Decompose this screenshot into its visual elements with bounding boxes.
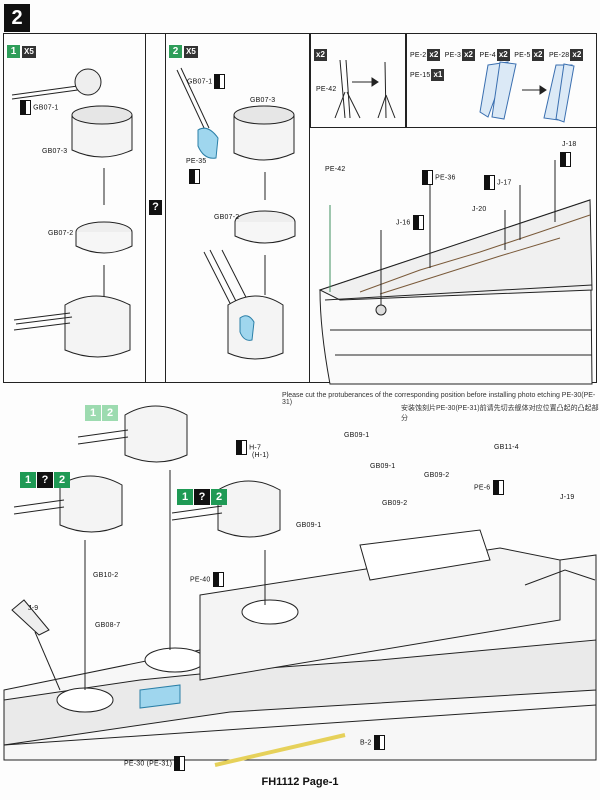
subassembly-2-qty: X5 xyxy=(184,46,198,58)
flip-icon xyxy=(422,170,433,185)
pe42-box-label: PE-42 xyxy=(316,86,337,93)
flip-icon xyxy=(236,440,247,455)
flip-icon xyxy=(214,74,226,89)
label-pe40: PE-40 xyxy=(190,572,224,587)
label-h7: H-7 xyxy=(236,440,261,455)
bow-label-j18: J-18 xyxy=(562,141,577,148)
pe42-box-qty: x2 xyxy=(314,49,327,61)
pe-ladders-box-frame xyxy=(406,33,597,128)
question-icon: ? xyxy=(149,200,162,215)
label-gb11-4: GB11-4 xyxy=(494,444,519,451)
flip-icon xyxy=(212,572,224,587)
label-j19: J-19 xyxy=(560,494,575,501)
label-pe6: PE-6 xyxy=(474,480,504,495)
label-j9: J-9 xyxy=(28,605,39,612)
sub2-label-gb07-3: GB07-3 xyxy=(250,97,276,104)
subassembly-1-qty: X5 xyxy=(22,46,36,58)
label-gb08-7: GB08-7 xyxy=(95,622,121,629)
subassembly-2-badge: 2 xyxy=(168,44,183,59)
label-gb09-1-b: GB09-1 xyxy=(370,463,396,470)
bow-label-j20: J-20 xyxy=(472,206,487,213)
page-footer: FH1112 Page-1 xyxy=(261,776,339,788)
flip-icon xyxy=(412,215,424,230)
bow-label-j17: J-17 xyxy=(484,175,512,190)
flip-icon xyxy=(492,480,504,495)
bow-label-pe36: PE-36 xyxy=(422,170,456,185)
sub1-label-gb07-3: GB07-3 xyxy=(42,148,68,155)
label-gb09-1-a: GB09-1 xyxy=(344,432,370,439)
sub2-label-gb07-1: GB07-1 xyxy=(187,74,226,89)
label-pe30: PE-30 (PE-31) xyxy=(124,756,186,771)
note-english: Please cut the protuberances of the corr… xyxy=(282,392,596,406)
flip-icon xyxy=(373,735,385,750)
label-b2: B-2 xyxy=(360,735,385,750)
flip-icon xyxy=(189,169,200,184)
flip-icon xyxy=(20,100,31,115)
sub1-label-gb07-1: GB07-1 xyxy=(20,100,58,115)
label-gb10-2: GB10-2 xyxy=(93,572,119,579)
step-number: 2 xyxy=(4,4,30,32)
pe42-box-frame xyxy=(310,33,406,128)
label-h1: (H-1) xyxy=(252,452,269,459)
main-badge-group-3: 1?2 xyxy=(177,487,228,505)
flip-icon xyxy=(174,756,186,771)
subassembly-1-frame xyxy=(3,33,146,383)
label-gb09-1-c: GB09-1 xyxy=(296,522,322,529)
label-gb09-2-b: GB09-2 xyxy=(382,500,408,507)
note-chinese: 安装蚀刻片PE-30(PE-31)前请先切去舰体对应位置凸起的凸起部分 xyxy=(401,405,599,422)
sub2-label-gb07-2: GB07-2 xyxy=(214,214,240,221)
subassembly-2-frame xyxy=(165,33,310,383)
sub2-label-pe35: PE-35 xyxy=(186,158,207,165)
flip-icon xyxy=(560,152,571,167)
sub2-pe35-flip xyxy=(189,169,200,184)
main-badge-group-2: 1?2 xyxy=(20,470,71,488)
label-gb09-2-a: GB09-2 xyxy=(424,472,450,479)
bow-label-j16: J-16 xyxy=(396,215,424,230)
flip-icon xyxy=(484,175,495,190)
sub1-label-gb07-2: GB07-2 xyxy=(48,230,74,237)
bow-label-pe42: PE-42 xyxy=(325,166,346,173)
subassembly-1-badge: 1 xyxy=(6,44,21,59)
bow-j18-flip xyxy=(560,152,571,167)
